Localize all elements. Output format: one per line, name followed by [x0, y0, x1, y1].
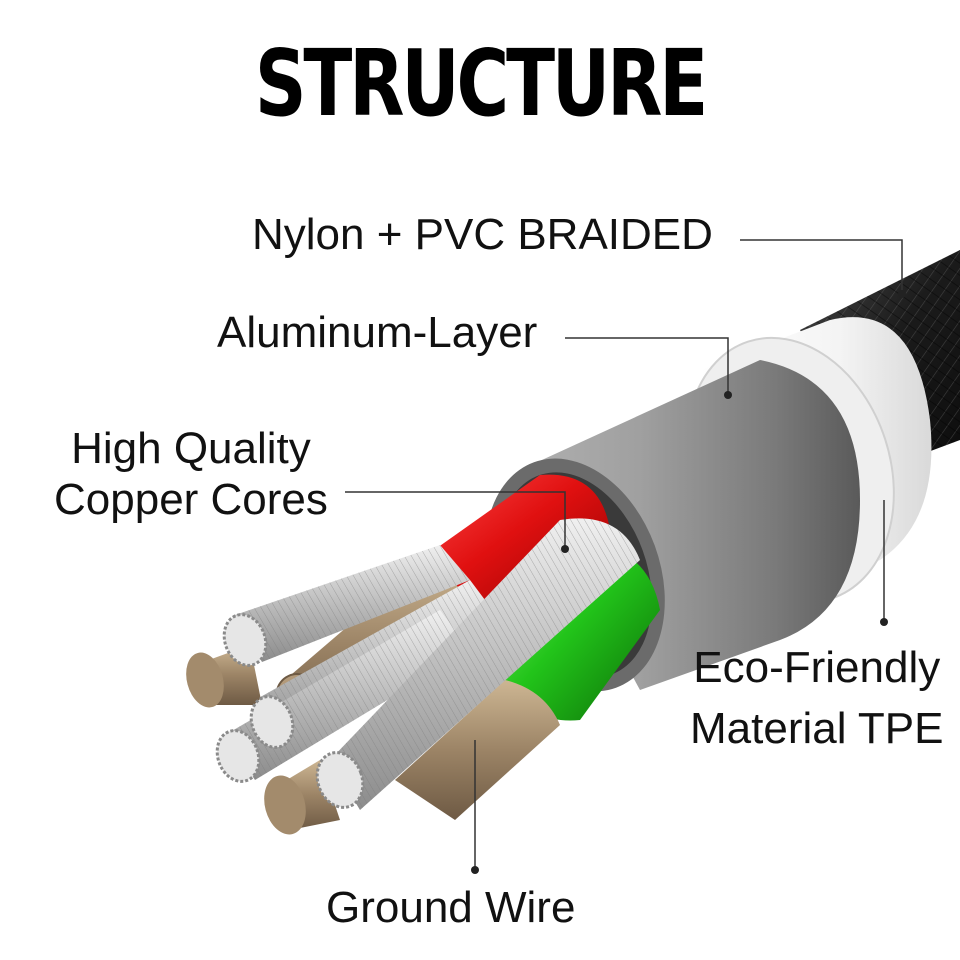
label-nylon-pvc-braided: Nylon + PVC BRAIDED [252, 210, 713, 259]
page-title: STRUCTURE [254, 30, 708, 137]
leader-lines [345, 239, 903, 868]
label-copper-cores: High Quality Copper Cores [54, 424, 328, 525]
label-eco-friendly-tpe: Eco-Friendly Material TPE [690, 638, 944, 759]
label-aluminum-layer: Aluminum-Layer [217, 308, 538, 357]
label-eco-line1: Eco-Friendly [693, 643, 941, 692]
strand-ends [215, 613, 365, 809]
label-copper-line2: Copper Cores [54, 474, 328, 524]
green-core [395, 545, 660, 820]
label-ground-wire: Ground Wire [326, 883, 576, 932]
leader-dots [471, 290, 906, 874]
label-copper-line1: High Quality [71, 424, 311, 473]
label-eco-line2: Material TPE [690, 703, 944, 753]
